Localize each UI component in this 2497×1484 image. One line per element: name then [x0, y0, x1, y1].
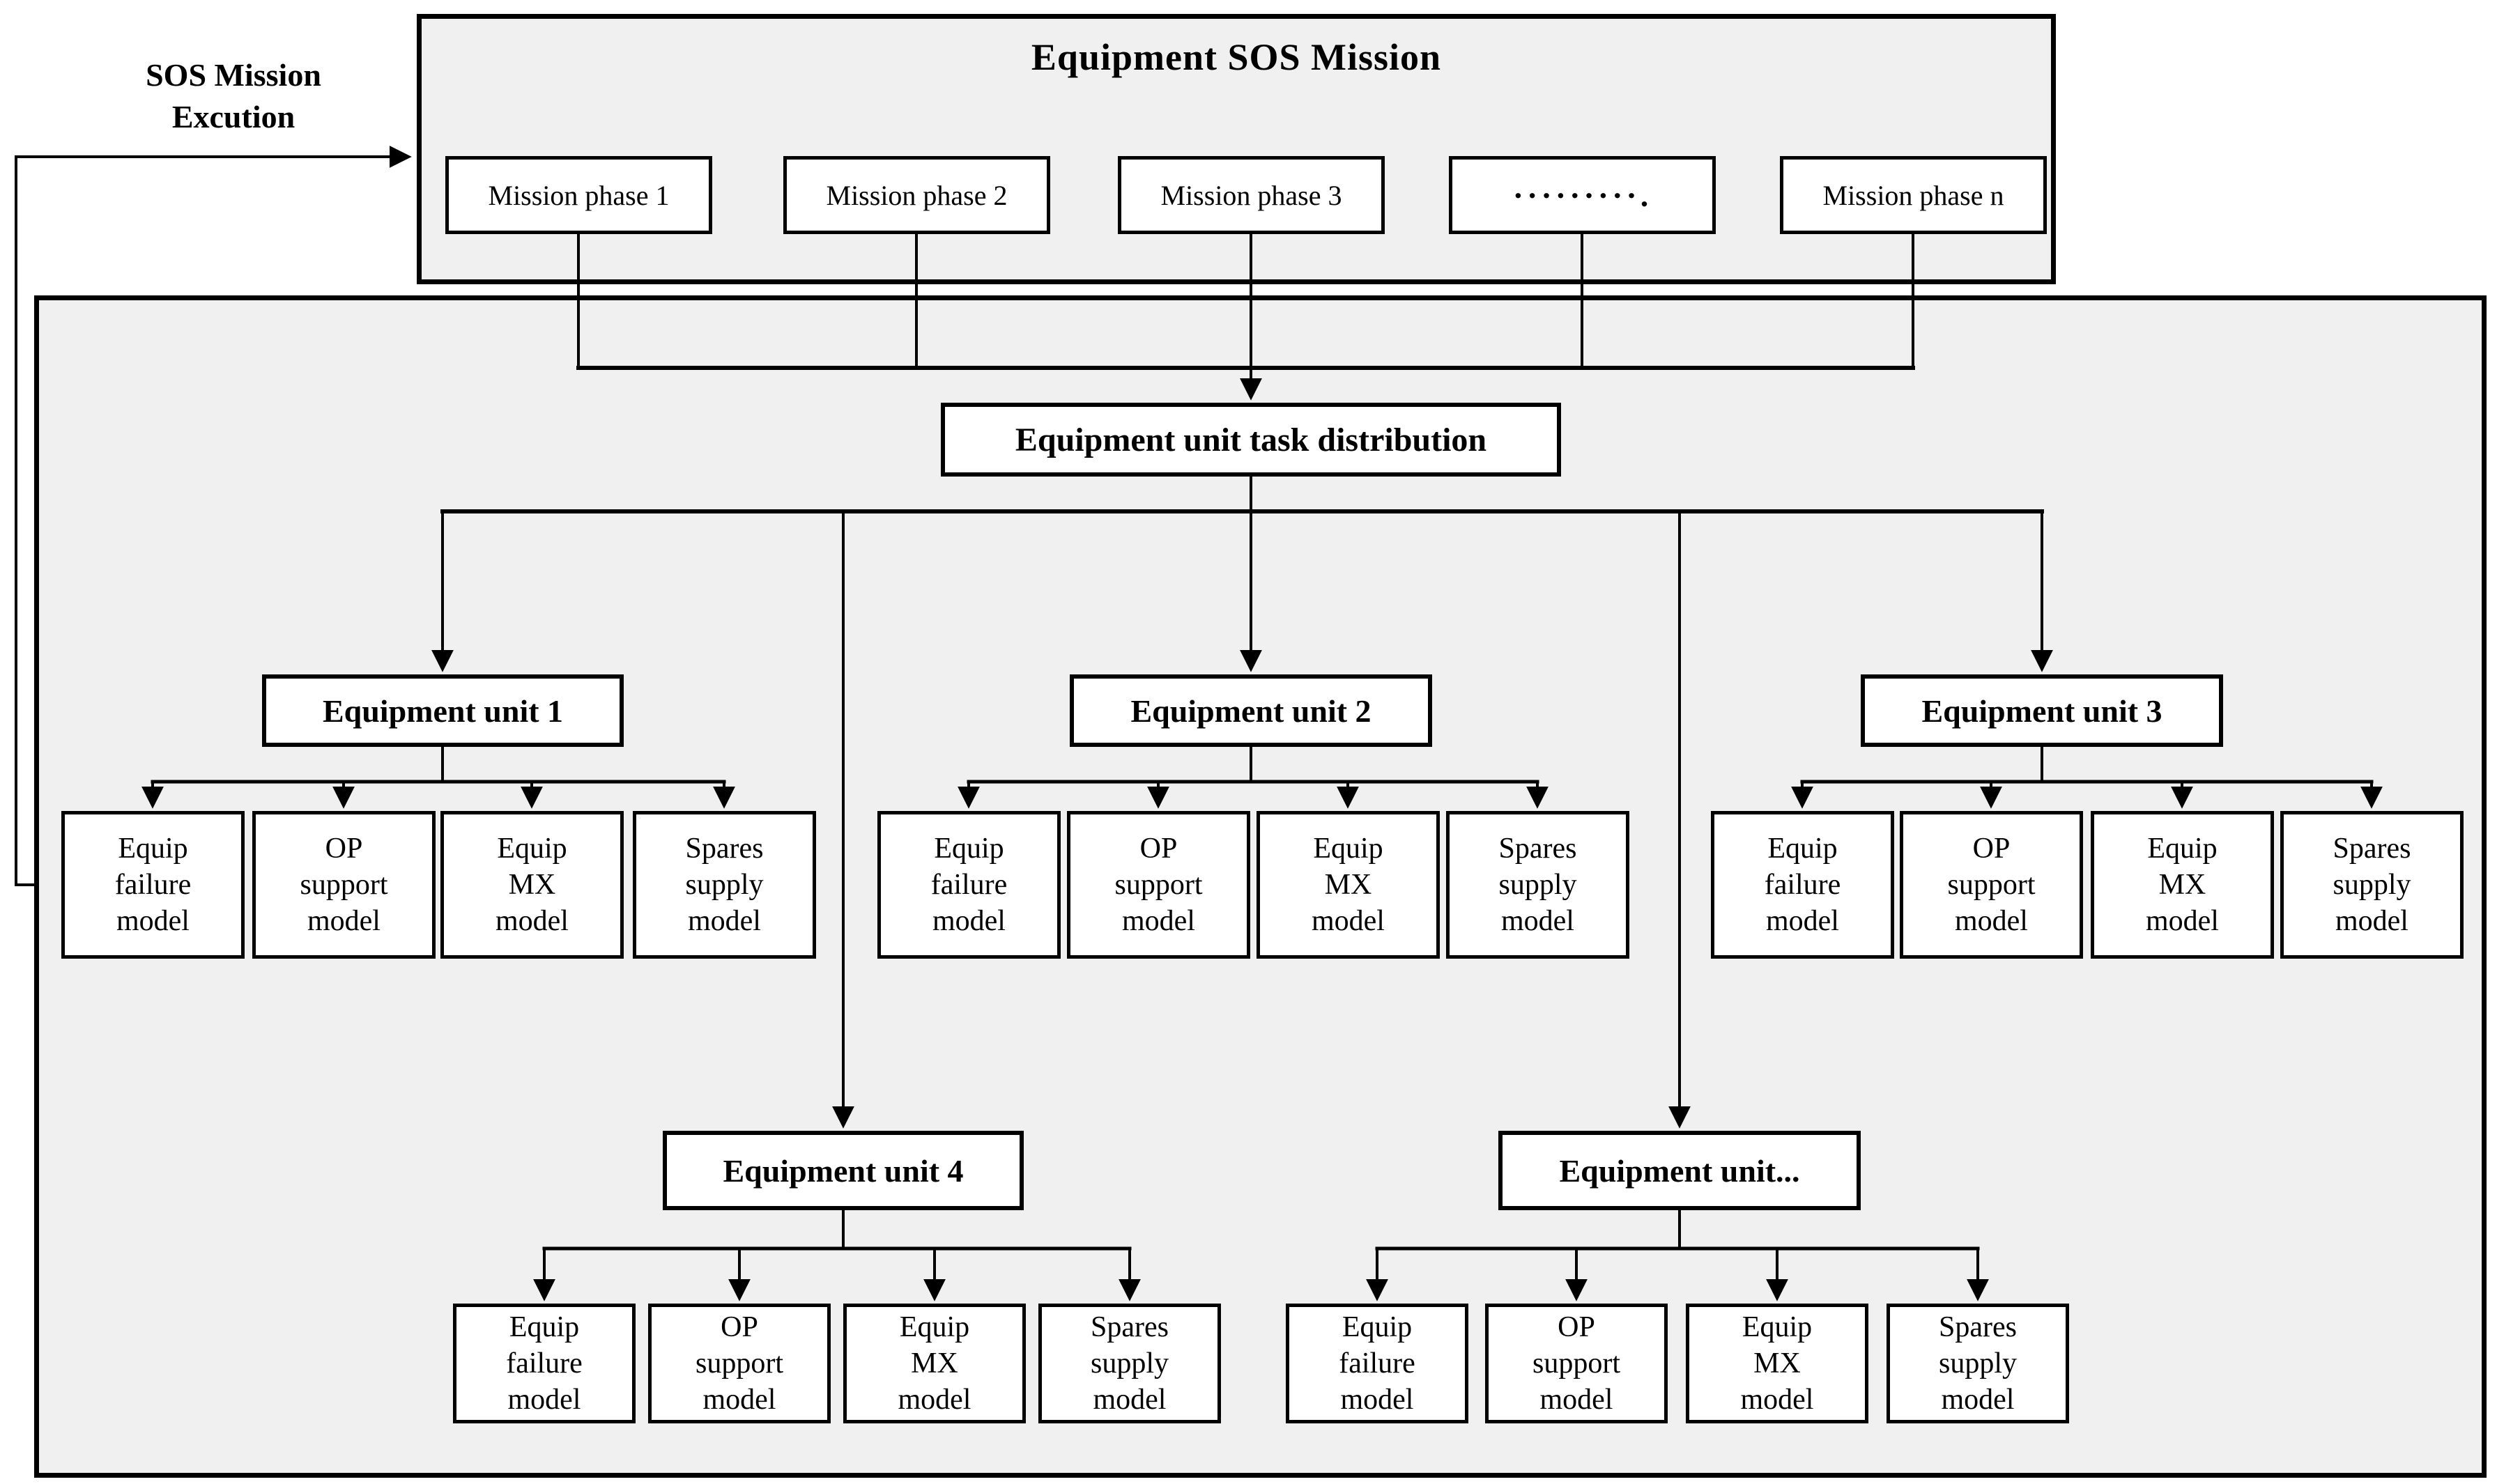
spares-supply-model-label: Spares supply model	[1090, 1311, 1169, 1416]
sos-mission-execution-label: SOS Mission Excution	[146, 57, 321, 134]
equip-mx-model-box: Equip MX model	[2091, 811, 2274, 959]
equip-failure-model-box: Equip failure model	[1286, 1304, 1468, 1423]
equip-failure-model-label: Equip failure model	[930, 832, 1008, 938]
feedback-arrow	[15, 146, 412, 886]
equipment-unit-3-label: Equipment unit 3	[1921, 693, 2162, 729]
mission-phase-3-box: Mission phase 3	[1118, 156, 1385, 234]
op-support-model-label: OP support model	[1947, 832, 2036, 938]
op-support-model-box: OP support model	[1485, 1304, 1668, 1423]
mission-phase-2-label: Mission phase 2	[826, 179, 1008, 211]
equip-mx-model-label: Equip MX model	[2146, 832, 2219, 938]
op-support-model-box: OP support model	[648, 1304, 831, 1423]
equip-mx-model-label: Equip MX model	[898, 1311, 971, 1416]
equip-failure-model-label: Equip failure model	[506, 1311, 583, 1416]
equipment-unit-2-label: Equipment unit 2	[1130, 693, 1372, 729]
equip-mx-model-box: Equip MX model	[843, 1304, 1026, 1423]
equip-mx-model-box: Equip MX model	[1257, 811, 1440, 959]
mission-phase-dots-label: ·········.	[1512, 177, 1652, 213]
spares-supply-model-box: Spares supply model	[633, 811, 816, 959]
spares-supply-model-label: Spares supply model	[2333, 832, 2411, 938]
mission-phase-1-label: Mission phase 1	[488, 179, 670, 211]
spares-supply-model-box: Spares supply model	[2280, 811, 2464, 959]
spares-supply-model-label: Spares supply model	[1938, 1311, 2017, 1416]
mission-phase-n-box: Mission phase n	[1780, 156, 2047, 234]
mission-phase-2-box: Mission phase 2	[783, 156, 1050, 234]
equip-failure-model-box: Equip failure model	[1711, 811, 1894, 959]
spares-supply-model-label: Spares supply model	[685, 832, 764, 938]
equip-mx-model-label: Equip MX model	[1740, 1311, 1814, 1416]
op-support-model-label: OP support model	[1532, 1311, 1620, 1416]
op-support-model-label: OP support model	[300, 832, 388, 938]
equip-failure-model-box: Equip failure model	[877, 811, 1061, 959]
equip-failure-model-box: Equip failure model	[453, 1304, 636, 1423]
equipment-unit-4-box: Equipment unit 4	[663, 1131, 1024, 1210]
equip-mx-model-label: Equip MX model	[495, 832, 569, 938]
mission-phase-1-box: Mission phase 1	[445, 156, 712, 234]
equip-failure-model-label: Equip failure model	[1339, 1311, 1415, 1416]
op-support-model-box: OP support model	[1067, 811, 1250, 959]
equipment-unit-n-label: Equipment unit...	[1559, 1152, 1800, 1189]
op-support-model-box: OP support model	[1900, 811, 2083, 959]
op-support-model-label: OP support model	[1114, 832, 1203, 938]
spares-supply-model-box: Spares supply model	[1887, 1304, 2069, 1423]
equipment-unit-task-distribution-label: Equipment unit task distribution	[1015, 421, 1487, 458]
equipment-unit-1-label: Equipment unit 1	[322, 693, 564, 729]
equipment-unit-n-box: Equipment unit...	[1498, 1131, 1861, 1210]
equipment-unit-3-box: Equipment unit 3	[1861, 674, 2223, 747]
mission-phase-3-label: Mission phase 3	[1160, 179, 1342, 211]
equipment-unit-task-distribution-box: Equipment unit task distribution	[941, 403, 1561, 477]
op-support-model-label: OP support model	[696, 1311, 783, 1416]
equip-failure-model-label: Equip failure model	[114, 832, 192, 938]
op-support-model-box: OP support model	[252, 811, 436, 959]
equip-mx-model-box: Equip MX model	[1686, 1304, 1868, 1423]
equip-mx-model-box: Equip MX model	[440, 811, 624, 959]
equipment-sos-mission-container: Equipment SOS Mission	[417, 14, 2056, 284]
spares-supply-model-box: Spares supply model	[1446, 811, 1629, 959]
equipment-unit-2-box: Equipment unit 2	[1070, 674, 1432, 747]
spares-supply-model-box: Spares supply model	[1038, 1304, 1221, 1423]
equip-failure-model-box: Equip failure model	[61, 811, 245, 959]
equip-mx-model-label: Equip MX model	[1312, 832, 1385, 938]
equip-failure-model-label: Equip failure model	[1764, 832, 1841, 938]
equipment-sos-mission-title: Equipment SOS Mission	[1031, 36, 1442, 78]
spares-supply-model-label: Spares supply model	[1498, 832, 1577, 938]
equipment-unit-4-label: Equipment unit 4	[723, 1152, 964, 1189]
equipment-unit-1-box: Equipment unit 1	[262, 674, 624, 747]
mission-phase-n-label: Mission phase n	[1822, 179, 2004, 211]
mission-phase-dots-box: ·········.	[1449, 156, 1716, 234]
